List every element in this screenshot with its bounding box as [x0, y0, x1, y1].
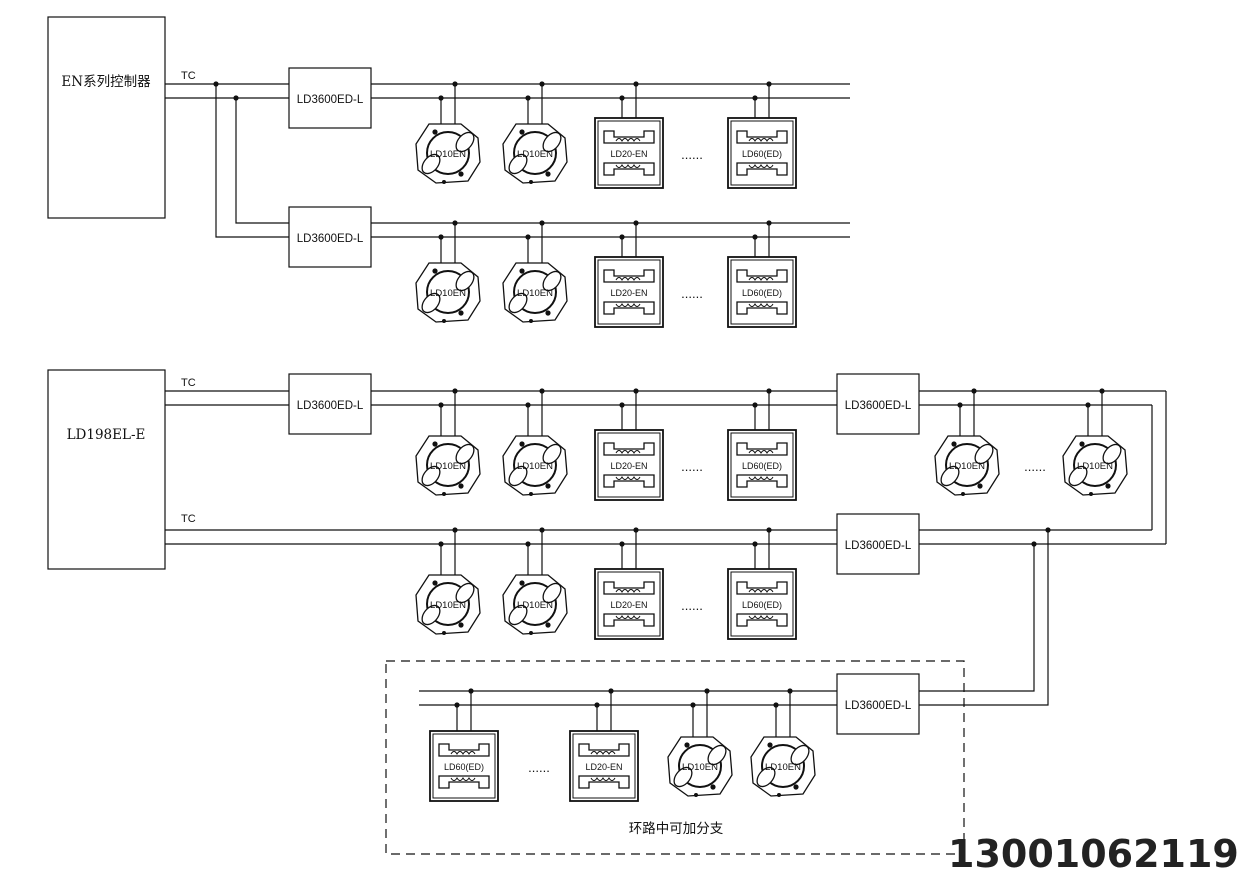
junction-dot	[594, 702, 600, 708]
junction-dot	[525, 402, 531, 408]
detector-label: LD10EN	[517, 461, 553, 472]
junction-dot	[766, 388, 772, 394]
junction-dot	[438, 95, 444, 101]
detector-label: LD10EN	[430, 461, 466, 472]
junction-dot	[787, 688, 793, 694]
junction-dot	[766, 527, 772, 533]
detector-label: LD20-EN	[585, 762, 622, 772]
controller-ld198-label: LD198EL-E	[67, 427, 146, 443]
junction-dot	[752, 541, 758, 547]
junction-dot	[438, 234, 444, 240]
junction-dot	[633, 388, 639, 394]
junction-dot	[539, 388, 545, 394]
isolator-label: LD3600ED-L	[845, 700, 912, 712]
junction-dot	[619, 234, 625, 240]
junction-dot	[525, 234, 531, 240]
junction-dot	[1099, 388, 1105, 394]
detector-label: LD60(ED)	[444, 762, 484, 772]
detector-label: LD10EN	[430, 288, 466, 299]
bus-label: TC	[181, 377, 196, 389]
junction-dot	[525, 541, 531, 547]
isolator-label: LD3600ED-L	[845, 540, 912, 552]
junction-dot	[633, 527, 639, 533]
detector-label: LD10EN	[765, 762, 801, 773]
isolator-module	[836, 673, 920, 735]
junction-dot	[971, 388, 977, 394]
junction-dot	[766, 220, 772, 226]
junction-dot	[690, 702, 696, 708]
detector-label: LD20-EN	[610, 149, 647, 159]
ellipsis: ......	[528, 760, 550, 775]
junction-dot	[633, 220, 639, 226]
junction-dot	[539, 81, 545, 87]
junction-dot	[452, 527, 458, 533]
junction-dot	[752, 95, 758, 101]
junction-dot	[619, 541, 625, 547]
detector-label: LD10EN	[1077, 461, 1113, 472]
junction-dot	[619, 95, 625, 101]
wire	[919, 530, 1049, 706]
junction-dot	[752, 402, 758, 408]
detector-label: LD20-EN	[610, 288, 647, 298]
junction-dot	[539, 527, 545, 533]
wire	[919, 544, 1035, 692]
isolator-label: LD3600ED-L	[297, 233, 364, 245]
junction-dot	[452, 81, 458, 87]
junction-dot	[468, 688, 474, 694]
junction-dot	[454, 702, 460, 708]
junction-dot	[525, 95, 531, 101]
controller-en	[47, 16, 166, 219]
junction-dot	[438, 541, 444, 547]
junction-dot	[633, 81, 639, 87]
isolator-label: LD3600ED-L	[297, 94, 364, 106]
ellipsis: ......	[681, 459, 703, 474]
isolator-module	[288, 67, 372, 129]
detector-label: LD20-EN	[610, 600, 647, 610]
isolator-module	[836, 373, 920, 435]
detector-label: LD60(ED)	[742, 461, 782, 471]
detector-label: LD10EN	[517, 288, 553, 299]
junction-dot	[1085, 402, 1091, 408]
bus-label: TC	[181, 513, 196, 525]
detector-label: LD20-EN	[610, 461, 647, 471]
junction-dot	[452, 388, 458, 394]
detector-label: LD10EN	[517, 600, 553, 611]
ellipsis: ......	[1024, 459, 1046, 474]
isolator-module	[288, 373, 372, 435]
wire	[235, 98, 289, 224]
detector-label: LD60(ED)	[742, 288, 782, 298]
isolator-label: LD3600ED-L	[845, 400, 912, 412]
bus-label: TC	[181, 70, 196, 82]
wire	[215, 84, 289, 238]
junction-dot	[452, 220, 458, 226]
ellipsis: ......	[681, 286, 703, 301]
isolator-label: LD3600ED-L	[297, 400, 364, 412]
junction-dot	[766, 81, 772, 87]
ellipsis: ......	[681, 147, 703, 162]
junction-dot	[773, 702, 779, 708]
junction-dot	[704, 688, 710, 694]
detector-label: LD10EN	[682, 762, 718, 773]
branch-boundary	[385, 660, 965, 855]
junction-dot	[608, 688, 614, 694]
detector-label: LD60(ED)	[742, 149, 782, 159]
detector-label: LD10EN	[430, 149, 466, 160]
phone-number: 13001062119	[948, 832, 1239, 876]
junction-dot	[539, 220, 545, 226]
branch-note: 环路中可加分支	[629, 821, 724, 837]
detector-label: LD10EN	[430, 600, 466, 611]
ellipsis: ......	[681, 598, 703, 613]
junction-dot	[619, 402, 625, 408]
controller-ld198	[47, 369, 166, 570]
detector-label: LD10EN	[517, 149, 553, 160]
detector-label: LD60(ED)	[742, 600, 782, 610]
junction-dot	[752, 234, 758, 240]
detector-label: LD10EN	[949, 461, 985, 472]
controller-en-label: EN系列控制器	[61, 74, 151, 90]
junction-dot	[438, 402, 444, 408]
junction-dot	[957, 402, 963, 408]
